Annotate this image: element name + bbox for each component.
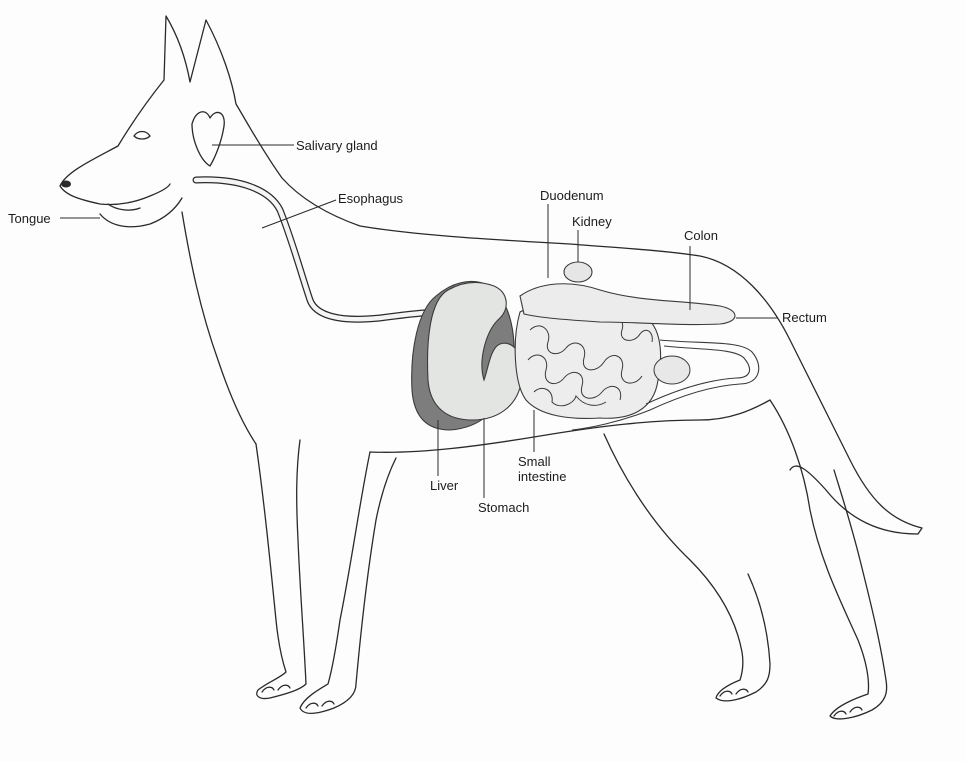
label-salivary-gland: Salivary gland xyxy=(296,138,378,153)
label-tongue: Tongue xyxy=(8,211,51,226)
kidney-shape xyxy=(564,262,592,282)
label-esophagus: Esophagus xyxy=(338,191,404,206)
esophagus-tube xyxy=(196,180,440,319)
colon-shape xyxy=(520,284,735,325)
label-small-intestine-line2: intestine xyxy=(518,469,566,484)
label-rectum: Rectum xyxy=(782,310,827,325)
label-liver: Liver xyxy=(430,478,459,493)
label-colon: Colon xyxy=(684,228,718,243)
label-stomach: Stomach xyxy=(478,500,529,515)
label-small-intestine-line1: Small xyxy=(518,454,551,469)
bladder-shape xyxy=(654,356,690,384)
stomach-shape xyxy=(428,283,523,420)
label-kidney: Kidney xyxy=(572,214,612,229)
label-duodenum: Duodenum xyxy=(540,188,604,203)
